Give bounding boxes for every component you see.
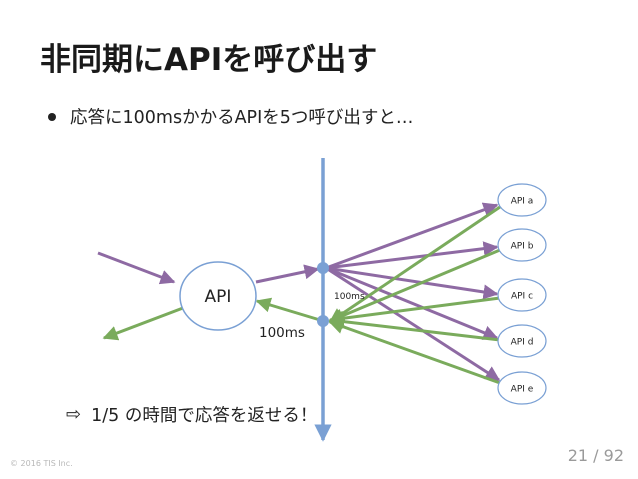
- double-arrow-right-icon: ⇨: [66, 404, 82, 425]
- api-node-e: API e: [497, 371, 547, 405]
- client-request-arrow: [97, 251, 176, 285]
- bullet-text: 応答に100msかかるAPIを5つ呼び出すと…: [70, 108, 414, 128]
- duration-label-small: 100ms: [334, 292, 365, 302]
- timeline-to-api-arrow: [255, 297, 321, 322]
- fan-in-responses: [328, 205, 501, 385]
- response-point: [317, 315, 329, 327]
- api-node: [179, 261, 257, 331]
- api-node-b: API b: [497, 228, 547, 262]
- conclusion-text: 1/5 の時間で応答を返せる！: [91, 406, 318, 426]
- api-node-label: API: [205, 287, 232, 307]
- api-node-d: API d: [497, 324, 547, 358]
- api-node-b-label: API b: [511, 242, 534, 252]
- conclusion-line: ⇨ 1/5 の時間で応答を返せる！: [66, 402, 317, 427]
- api-to-timeline-arrow: [255, 264, 320, 284]
- bullet-dot-icon: [48, 112, 56, 121]
- duration-label-main: 100ms: [259, 325, 305, 341]
- api-node-a-label: API a: [511, 197, 534, 207]
- request-point: [317, 262, 329, 274]
- bullet-item: 応答に100msかかるAPIを5つ呼び出すと…: [48, 104, 413, 129]
- api-node-a: API a: [497, 183, 547, 217]
- api-node-c: API c: [497, 278, 547, 312]
- client-response-arrow: [102, 306, 184, 341]
- api-node-d-label: API d: [511, 338, 534, 348]
- slide-title: 非同期にAPIを呼び出す: [40, 42, 378, 78]
- fan-out-requests: [325, 202, 501, 382]
- api-node-c-label: API c: [511, 292, 533, 302]
- page-number: 21 / 92: [567, 446, 624, 465]
- api-node-e-label: API e: [511, 385, 534, 395]
- copyright-notice: © 2016 TIS Inc.: [10, 459, 73, 468]
